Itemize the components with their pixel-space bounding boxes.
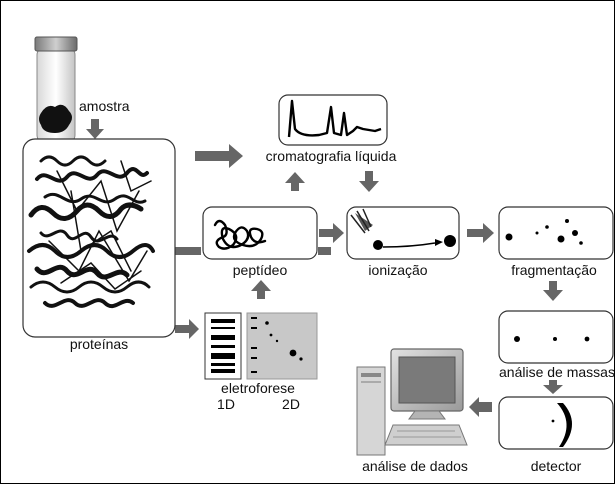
label-data-analysis: análise de dados	[362, 458, 468, 474]
label-1d: 1D	[217, 396, 235, 412]
chromatogram-icon	[287, 99, 382, 138]
arrow-proteins-to-chromatography	[195, 144, 243, 168]
mass-analysis-box: análise de massas	[498, 310, 614, 380]
chromatography-box: cromatografia líquida	[266, 94, 397, 164]
gel-2d-icon	[246, 312, 318, 380]
detector-box: detector	[498, 396, 614, 474]
label-2d: 2D	[282, 396, 300, 412]
arrow-peptide-to-chromatography	[285, 172, 305, 191]
arrow-electrophoresis-to-peptide	[251, 280, 271, 299]
label-proteins: proteínas	[70, 336, 128, 352]
label-sample: amostra	[79, 98, 130, 114]
electrophoresis-group: eletroforese 1D 2D	[204, 312, 318, 412]
detector-icon	[551, 403, 572, 447]
label-fragmentation: fragmentação	[511, 262, 597, 278]
arrow-sample-to-proteins	[86, 119, 104, 139]
arrow-detector-to-computer	[469, 397, 492, 417]
label-peptide: peptídeo	[233, 262, 288, 278]
label-detector: detector	[531, 458, 582, 474]
arrow-proteins-to-ionization	[175, 247, 201, 255]
fragment-dots-icon	[505, 219, 583, 245]
gel-1d-icon	[204, 312, 242, 380]
computer-icon: análise de dados	[356, 348, 468, 474]
fragmentation-box: fragmentação	[498, 206, 614, 278]
proteins-box: proteínas	[22, 138, 176, 352]
ionization-box: ionização	[346, 206, 460, 278]
label-chromatography: cromatografia líquida	[266, 148, 397, 164]
arrow-chromatography-to-ionization	[359, 171, 379, 192]
label-electrophoresis: eletroforese	[221, 380, 295, 396]
ionization-spray-icon	[350, 208, 456, 250]
arrow-ionization-to-fragmentation	[467, 223, 494, 243]
sample-tube-icon	[34, 36, 78, 144]
label-ionization: ionização	[368, 262, 427, 278]
mass-dots-icon	[514, 336, 590, 342]
peptide-chain-icon	[213, 219, 267, 250]
protein-structure-icon	[27, 155, 155, 309]
peptide-box: peptídeo	[202, 206, 318, 278]
arrow-peptide-to-ionization	[319, 223, 344, 243]
arrow-mass-to-detector	[543, 380, 563, 394]
arrow-fragmentation-to-mass	[543, 281, 563, 301]
label-mass-analysis: análise de massas	[499, 364, 614, 380]
flow-arrows	[86, 119, 563, 417]
arrow-proteins-to-electrophoresis	[175, 319, 199, 339]
